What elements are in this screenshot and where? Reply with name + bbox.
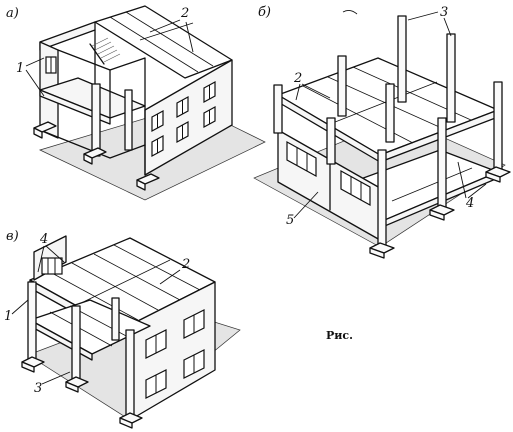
panel-a-label: а) — [6, 6, 19, 21]
callout-v-3: 3 — [34, 381, 42, 396]
callout-b-5: 5 — [286, 213, 294, 228]
panel-v-gable-window — [41, 257, 63, 275]
panel-a-roof — [94, 5, 233, 79]
panel-b-frame — [253, 15, 511, 259]
panel-b-columns — [273, 15, 511, 259]
callout-a-2: 2 — [180, 6, 189, 21]
callout-b-2: 2 — [293, 71, 302, 86]
figure-caption: Рис. — [326, 329, 353, 342]
panel-v-column — [27, 281, 37, 363]
panel-v-label: в) — [6, 229, 19, 244]
panel-a-column — [91, 83, 101, 157]
panel-b-scribble — [342, 9, 358, 15]
callout-v-1: 1 — [4, 309, 12, 324]
panel-a-stair — [89, 37, 121, 65]
callout-b-3: 3 — [440, 5, 448, 20]
callout-v-2: 2 — [181, 257, 190, 272]
panel-a-building — [33, 5, 266, 201]
callout-a-1: 1 — [16, 61, 24, 76]
panel-a-facade-windows — [151, 80, 216, 158]
panel-v-building — [21, 235, 241, 429]
callout-b-4: 4 — [465, 196, 474, 211]
panel-b-label: б) — [258, 5, 271, 20]
panel-b-windows — [286, 140, 371, 207]
callout-v-4: 4 — [39, 232, 48, 247]
panel-v-facade-windows — [145, 309, 205, 399]
